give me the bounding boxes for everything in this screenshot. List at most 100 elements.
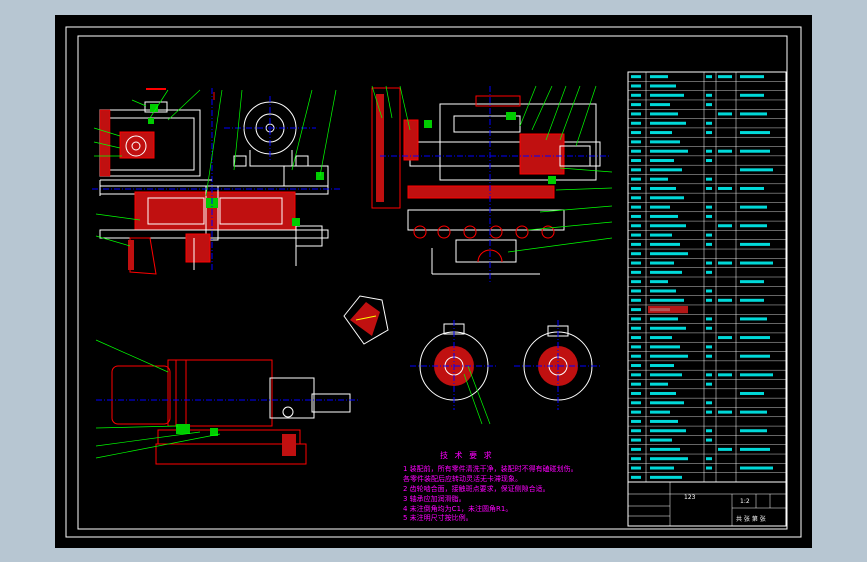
bom-name-cell <box>650 140 680 144</box>
bom-standard-cell <box>740 131 770 135</box>
bom-index-cell <box>631 121 641 125</box>
bom-qty-cell <box>706 354 712 358</box>
front-section-view <box>92 88 340 275</box>
bom-qty-cell <box>706 75 712 79</box>
bom-standard-cell <box>740 205 767 209</box>
bom-name-cell <box>650 410 670 414</box>
bom-qty-cell <box>706 401 712 405</box>
bom-index-cell <box>631 419 641 423</box>
bom-name-cell <box>650 419 678 423</box>
bom-name-cell <box>650 84 676 88</box>
bom-index-cell <box>631 354 641 358</box>
bom-qty-cell <box>706 131 712 135</box>
bom-standard-cell <box>740 354 770 358</box>
bom-qty-cell <box>706 186 712 190</box>
bom-qty-cell <box>706 149 712 153</box>
bom-name-cell <box>650 261 674 265</box>
bom-material-cell <box>718 186 732 190</box>
bom-name-cell <box>650 475 682 479</box>
bom-index-cell <box>631 382 641 386</box>
bom-name-cell <box>650 112 678 116</box>
bom-name-cell <box>650 252 688 256</box>
bom-qty-cell <box>706 242 712 246</box>
bom-name-cell <box>650 382 668 386</box>
bom-qty-cell <box>706 121 712 125</box>
bom-qty-cell <box>706 261 712 265</box>
bom-qty-cell <box>706 410 712 414</box>
notes-title: 技 术 要 求 <box>440 451 494 460</box>
bom-index-cell <box>631 205 641 209</box>
bom-index-cell <box>631 261 641 265</box>
bom-material-cell <box>718 112 732 116</box>
bom-index-cell <box>631 214 641 218</box>
bom-standard-cell <box>740 280 764 284</box>
bom-name-cell <box>650 326 686 330</box>
bom-name-cell <box>650 280 668 284</box>
bom-index-cell <box>631 336 641 340</box>
motor-view <box>95 339 360 465</box>
bom-name-cell <box>650 289 676 293</box>
bom-name-cell <box>650 270 682 274</box>
bom-qty-cell <box>706 214 712 218</box>
bom-name-cell <box>650 93 684 97</box>
bom-material-cell <box>718 373 732 377</box>
bom-qty-cell <box>706 373 712 377</box>
bom-material-cell <box>718 410 732 414</box>
bom-index-cell <box>631 364 641 368</box>
bom-name-cell <box>650 196 684 200</box>
bom-index-cell <box>631 196 641 200</box>
bom-highlight-cell <box>648 305 688 314</box>
bom-standard-cell <box>740 429 767 433</box>
bom-index-cell <box>631 289 641 293</box>
bom-index-cell <box>631 373 641 377</box>
bom-index-cell <box>631 177 641 181</box>
bom-standard-cell <box>740 298 764 302</box>
bom-name-cell <box>650 121 686 125</box>
bom-index-cell <box>631 140 641 144</box>
bom-standard-cell <box>740 93 764 97</box>
bom-index-cell <box>631 466 641 470</box>
bom-qty-cell <box>706 457 712 461</box>
bom-name-cell <box>650 242 680 246</box>
bom-qty-cell <box>706 298 712 302</box>
bom-qty-cell <box>706 103 712 107</box>
bom-standard-cell <box>740 261 773 265</box>
title-block <box>627 481 787 527</box>
bom-index-cell <box>631 103 641 107</box>
bom-material-cell <box>718 224 732 228</box>
bom-standard-cell <box>740 317 767 321</box>
bom-index-cell <box>631 447 641 451</box>
side-section-view <box>371 85 613 282</box>
bom-index-cell <box>631 308 641 312</box>
bom-name-cell <box>650 186 676 190</box>
drawing-number: 123 <box>684 494 696 501</box>
bom-index-cell <box>631 429 641 433</box>
bom-name-cell <box>650 466 674 470</box>
bom-name-cell <box>650 336 672 340</box>
bom-qty-cell <box>706 382 712 386</box>
bom-qty-cell <box>706 326 712 330</box>
bom-name-cell <box>650 447 680 451</box>
note-line: 2 齿轮啮合面，接触斑点要求，保证侧隙合适。 <box>403 485 550 493</box>
bom-index-cell <box>631 112 641 116</box>
bom-index-cell <box>631 252 641 256</box>
bom-standard-cell <box>740 373 773 377</box>
bom-index-cell <box>631 149 641 153</box>
bom-qty-cell <box>706 93 712 97</box>
bom-index-cell <box>631 270 641 274</box>
bom-index-cell <box>631 326 641 330</box>
bom-name-cell <box>650 354 688 358</box>
bom-qty-cell <box>706 233 712 237</box>
bom-index-cell <box>631 438 641 442</box>
bom-material-cell <box>718 298 732 302</box>
bom-qty-cell <box>706 345 712 349</box>
bom-name-cell <box>650 233 672 237</box>
bom-standard-cell <box>740 466 773 470</box>
bom-standard-cell <box>740 224 767 228</box>
bom-name-cell <box>650 131 672 135</box>
bom-name-cell <box>650 401 684 405</box>
bom-qty-cell <box>706 429 712 433</box>
bom-name-cell <box>650 224 686 228</box>
